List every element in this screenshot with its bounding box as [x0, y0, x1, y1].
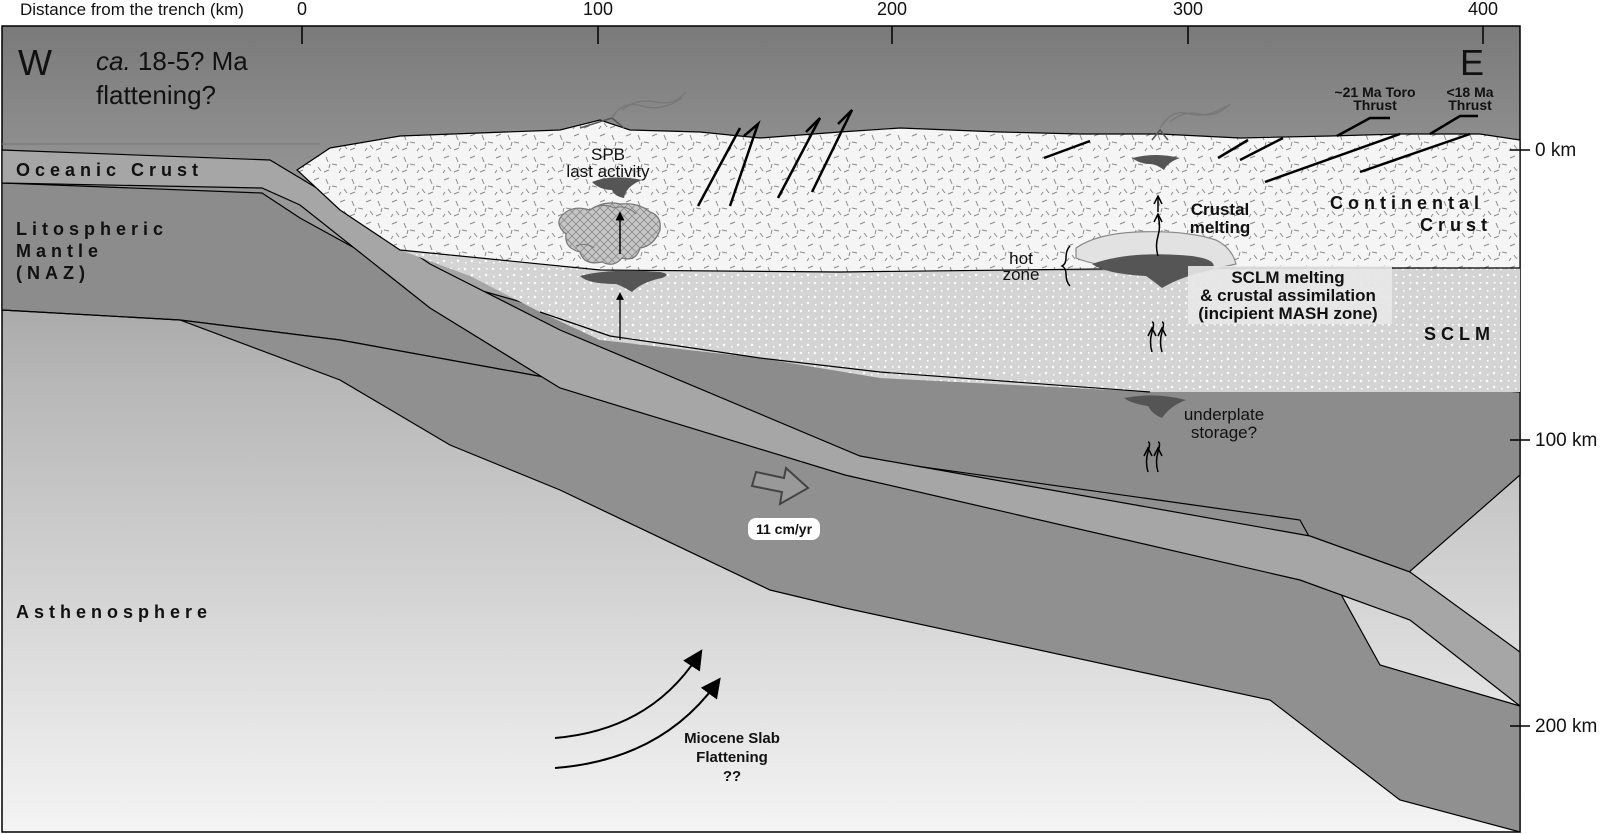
hot-zone-brace — [1060, 245, 1071, 287]
hot-label-1: hot — [1009, 249, 1033, 268]
miocene-label-2: Flattening — [696, 749, 768, 766]
depth-200: 200 km — [1535, 716, 1597, 737]
young-thrust-label-1: <18 Ma — [1446, 84, 1493, 100]
plate-motion-arrow — [750, 466, 810, 506]
thrust-faults-west — [696, 109, 854, 207]
crustal-label-1: Crustal — [1191, 200, 1250, 219]
lito-label-3: (NAZ) — [16, 263, 90, 283]
right-axis: 0 km 100 km 200 km — [1510, 140, 1597, 737]
magma-spb-base — [580, 270, 667, 292]
crustal-label-2: melting — [1190, 218, 1250, 237]
magma-spb-top — [592, 177, 642, 198]
tick-300: 300 — [1173, 0, 1203, 19]
rate-label: 11 cm/yr — [756, 521, 813, 537]
smoke-west — [611, 91, 687, 119]
magma-ascent-arrows — [1143, 194, 1167, 473]
asthenosphere-label: Asthenosphere — [16, 602, 212, 622]
lito-label-1: Litospheric — [16, 219, 168, 239]
flattening-arrow-1 — [554, 649, 703, 739]
tick-400: 400 — [1468, 0, 1498, 19]
magma-crustal — [1132, 155, 1180, 170]
sclm-melt-label-2: & crustal assimilation — [1200, 286, 1376, 305]
tick-200: 200 — [877, 0, 907, 19]
west-label: W — [18, 42, 52, 83]
spb-label-1: SPB — [591, 145, 625, 164]
sclm-melt-label-3: (incipient MASH zone) — [1198, 304, 1377, 323]
depth-0: 0 km — [1535, 140, 1576, 161]
continental-label-1: Continental — [1330, 193, 1484, 213]
magma-hot-zone — [1092, 254, 1214, 288]
volcano-east — [1151, 128, 1169, 141]
underplate-label-1: underplate — [1184, 405, 1264, 424]
flattening-arrow-2 — [554, 677, 721, 769]
sclm-melting-box — [1188, 266, 1392, 324]
thrust-faults-east — [1043, 114, 1478, 184]
hot-label-2: zone — [1003, 265, 1040, 284]
spb-plutons — [558, 202, 661, 265]
miocene-label-3: ?? — [723, 768, 741, 785]
top-axis: 0 100 200 300 400 — [297, 0, 1498, 44]
title-line2: flattening? — [96, 80, 216, 110]
axis-label: Distance from the trench (km) — [20, 0, 244, 19]
east-label: E — [1460, 42, 1484, 83]
slab-mantle — [1, 309, 1521, 833]
title-line1: ca. 18-5? Ma — [96, 46, 248, 76]
depth-100: 100 km — [1535, 430, 1597, 451]
tick-100: 100 — [583, 0, 613, 19]
rate-box — [748, 518, 820, 540]
sclm-melt-label-1: SCLM melting — [1231, 268, 1344, 287]
tick-0: 0 — [297, 0, 307, 19]
sclm-label: SCLM — [1424, 324, 1495, 344]
young-thrust-label-2: Thrust — [1448, 97, 1492, 113]
spb-label-2: last activity — [566, 162, 650, 181]
continental-label-2: Crust — [1420, 215, 1492, 235]
oceanic-crust-band — [1, 149, 1521, 708]
oceanic-crust-label: Oceanic Crust — [16, 160, 203, 180]
smoke-east — [1159, 103, 1231, 129]
underplate-label-2: storage? — [1191, 423, 1257, 442]
magma-underplate — [1124, 395, 1186, 418]
toro-thrust-label-1: ~21 Ma Toro — [1334, 84, 1415, 100]
lito-label-2: Mantle — [16, 241, 103, 261]
toro-thrust-label-2: Thrust — [1353, 97, 1397, 113]
miocene-label-1: Miocene Slab — [684, 730, 780, 747]
